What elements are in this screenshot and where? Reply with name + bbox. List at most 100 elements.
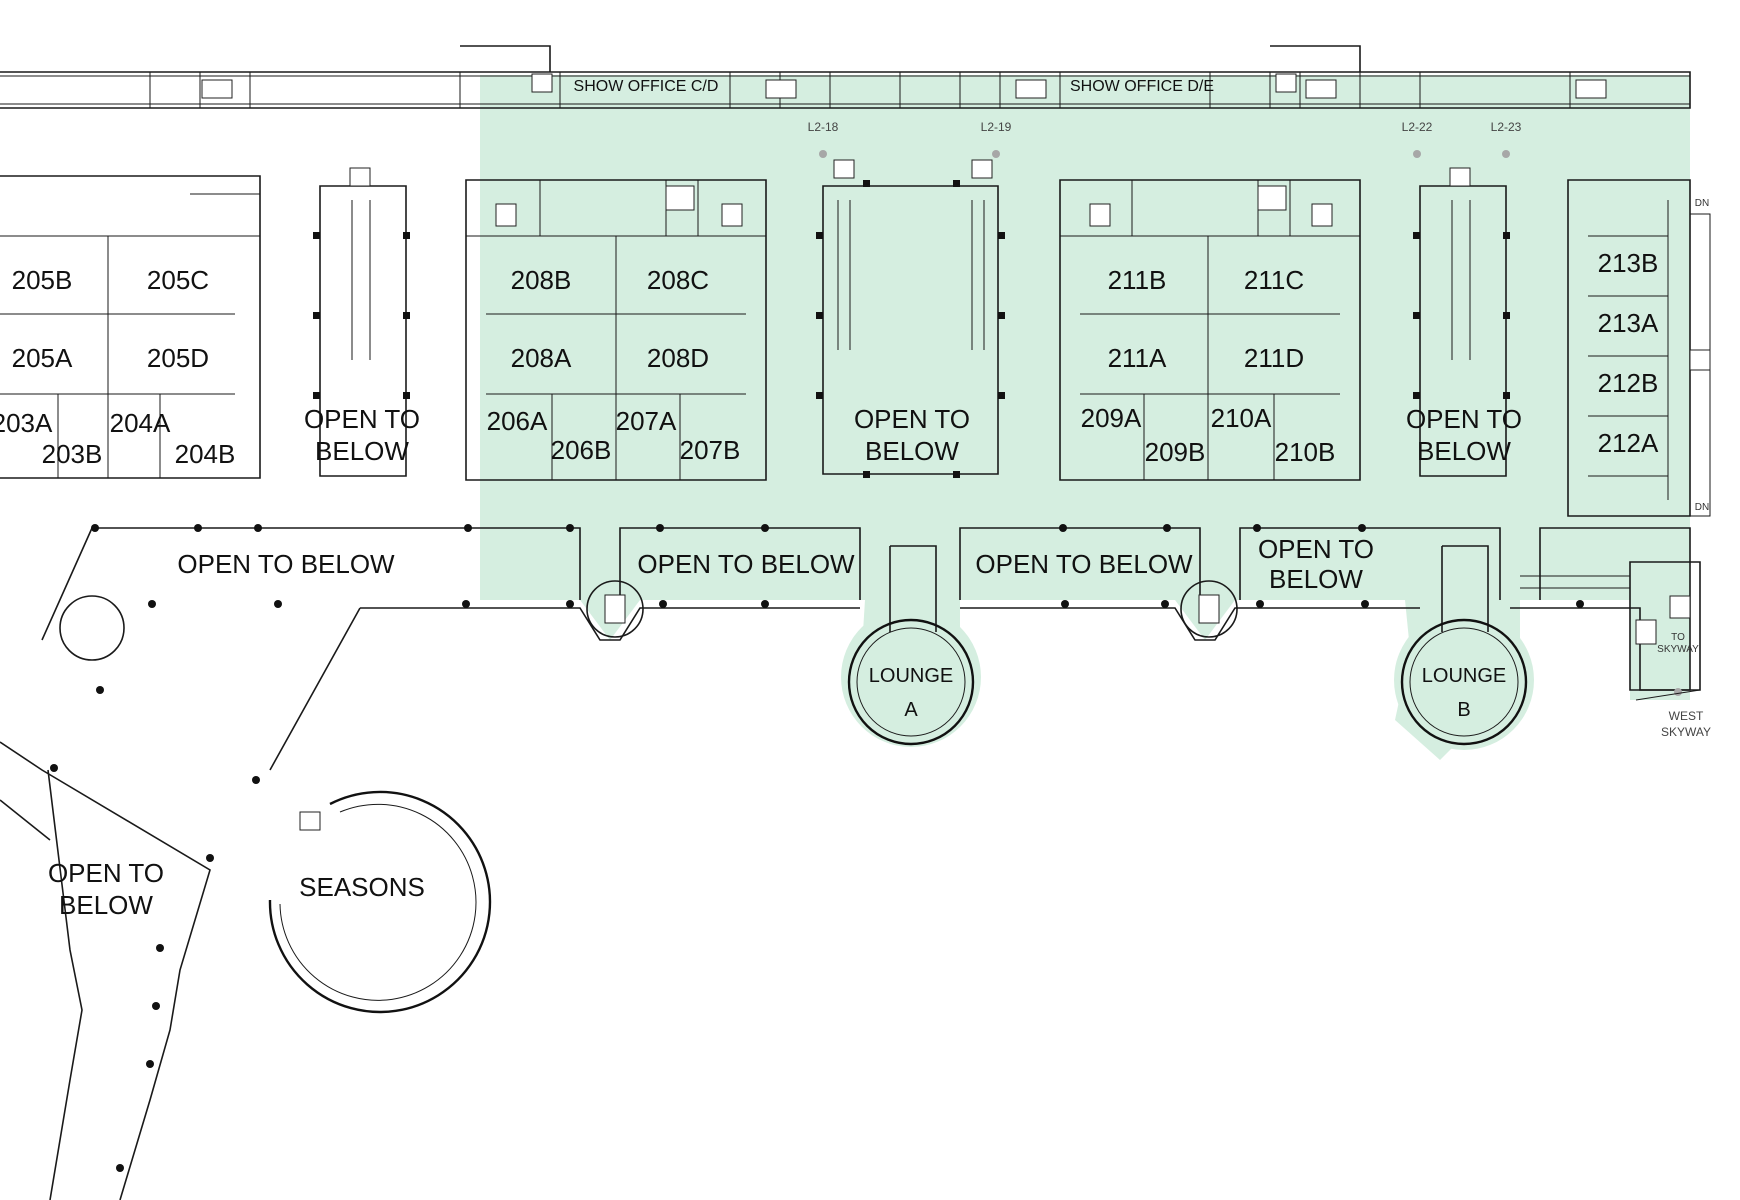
open-to-below-label: OPEN TO BELOW (177, 549, 395, 579)
room-label: 211D (1244, 343, 1304, 373)
column-marker-label: L2-18 (808, 120, 839, 134)
stair-tower (59, 595, 125, 661)
stair-down-label: DN (1695, 502, 1709, 513)
skyway-connector (1520, 561, 1701, 701)
elevator-icon (1275, 73, 1297, 93)
lounge-b-label: LOUNGE (1422, 665, 1506, 687)
lounge-a-highlight (841, 607, 981, 747)
column-marker-dot (1502, 150, 1510, 158)
room-label: 205B (12, 265, 73, 295)
atrium-2 (816, 159, 1005, 478)
atrium-3 (1413, 167, 1510, 477)
open-to-below-label: OPEN TO (1406, 404, 1522, 434)
lounge-b (1400, 545, 1528, 746)
stair-icon (1015, 79, 1047, 99)
room-label: 207B (680, 435, 741, 465)
room-label: 213B (1598, 248, 1659, 278)
room-label: 211A (1108, 343, 1167, 373)
stair-down-label: DN (1695, 198, 1709, 209)
room-label: 211C (1244, 265, 1304, 295)
room-block-211 (1059, 179, 1361, 481)
escalator-icon (971, 159, 993, 179)
room-label: 204A (110, 408, 171, 438)
room-label: 209A (1081, 403, 1142, 433)
room-label: 210A (1211, 403, 1272, 433)
column-marker-label: L2-23 (1491, 120, 1522, 134)
escalator-icon (1689, 349, 1711, 371)
open-to-below-label: OPEN TO (304, 404, 420, 434)
room-label: 206B (551, 435, 612, 465)
room-label: 210B (1275, 437, 1336, 467)
lounge-a-label: LOUNGE (869, 665, 953, 687)
stair-tower (1180, 580, 1238, 638)
room-label: 208A (511, 343, 572, 373)
open-to-below-label: BELOW (1417, 436, 1511, 466)
stair-tower (586, 580, 644, 638)
open-to-below-label: OPEN TO (854, 404, 970, 434)
seasons-room (268, 790, 492, 1014)
restroom-women-icon (1311, 203, 1333, 227)
room-label: 203A (0, 408, 53, 438)
restroom-men-icon (1089, 203, 1111, 227)
column-marker-dot (1413, 150, 1421, 158)
open-to-below-label: OPEN TO (1258, 534, 1374, 564)
open-to-below-label: BELOW (315, 436, 409, 466)
elevator-icon (1635, 619, 1657, 645)
concourse (41, 524, 1691, 771)
open-to-below-label: BELOW (59, 890, 153, 920)
elevator-icon (665, 185, 695, 211)
west-skyway-label: SKYWAY (1661, 725, 1711, 739)
elevator-icon (531, 73, 553, 93)
highlighted-zone (480, 75, 1690, 760)
west-skyway-label: WEST (1669, 709, 1704, 723)
escalator-icon (1669, 595, 1691, 619)
elevator-icon (1257, 185, 1287, 211)
to-skyway-label: SKYWAY (1657, 644, 1699, 655)
room-label: 208B (511, 265, 572, 295)
stair-icon (1575, 79, 1607, 99)
stair-icon (1305, 79, 1337, 99)
open-to-below-label: BELOW (1269, 564, 1363, 594)
column-marker-dot (819, 150, 827, 158)
room-block-213 (1567, 179, 1711, 517)
lounge-a (847, 545, 975, 746)
service-corridor (0, 45, 1691, 109)
southwest-walkway (0, 686, 260, 1200)
column-marker-label: L2-19 (981, 120, 1012, 134)
escalator-icon (1449, 167, 1471, 187)
to-skyway-label: TO (1671, 632, 1685, 643)
column-marker-label: L2-22 (1402, 120, 1433, 134)
room-label: 205C (147, 265, 209, 295)
room-label: 212B (1598, 368, 1659, 398)
room-label: 205A (12, 343, 73, 373)
stair-icon (604, 594, 626, 624)
stair-icon (201, 79, 233, 99)
open-to-below-label: OPEN TO BELOW (975, 549, 1193, 579)
room-block-205 (0, 175, 261, 479)
show-office-cd-label: SHOW OFFICE C/D (574, 78, 719, 95)
escalator-icon (349, 167, 371, 187)
restroom-women-icon (721, 203, 743, 227)
room-label: 209B (1145, 437, 1206, 467)
lounge-a-label-suffix: A (904, 699, 918, 721)
stair-icon (765, 79, 797, 99)
open-to-below-label: BELOW (865, 436, 959, 466)
restroom-men-icon (495, 203, 517, 227)
seasons-label: SEASONS (299, 872, 425, 902)
room-label: 206A (487, 406, 548, 436)
atrium-1 (313, 167, 410, 477)
open-to-below-label: OPEN TO (48, 858, 164, 888)
room-label: 207A (616, 406, 677, 436)
room-label: 204B (175, 439, 236, 469)
lounge-b-highlight (1394, 610, 1534, 750)
column-marker-dot (992, 150, 1000, 158)
column-marker-dot (1674, 688, 1682, 696)
room-label: 203B (42, 439, 103, 469)
stair-icon (1198, 594, 1220, 624)
room-label: 208C (647, 265, 709, 295)
escalator-icon (833, 159, 855, 179)
escalator-icon (299, 811, 321, 831)
open-to-below-label: OPEN TO BELOW (637, 549, 855, 579)
lounge-b-label-suffix: B (1457, 699, 1470, 721)
